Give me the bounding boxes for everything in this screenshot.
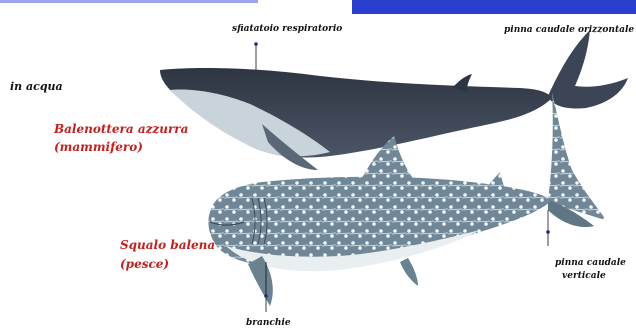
label-whale-shark-class: (pesce) bbox=[120, 257, 169, 271]
label-in-water: in acqua bbox=[10, 80, 63, 93]
vertical-fin-marker bbox=[546, 230, 550, 234]
label-vertical-fin-line2: verticale bbox=[562, 271, 606, 281]
label-blue-whale-name: Balenottera azzurra bbox=[54, 122, 188, 136]
label-blowhole: sfiatatoio respiratorio bbox=[232, 24, 342, 34]
label-blue-whale-class: (mammifero) bbox=[54, 140, 143, 154]
label-horizontal-fin: pinna caudale orizzontale bbox=[504, 25, 634, 35]
shark-pelvic-fin bbox=[400, 258, 418, 286]
label-vertical-fin-line1: pinna caudale bbox=[555, 258, 626, 268]
blowhole-marker bbox=[254, 42, 258, 46]
shark-tail-vertical bbox=[548, 92, 606, 220]
label-whale-shark-name: Squalo balena bbox=[120, 238, 215, 252]
label-gills: branchie bbox=[246, 318, 291, 328]
gills-marker bbox=[264, 294, 268, 298]
whale-tail-fluke bbox=[548, 30, 628, 109]
